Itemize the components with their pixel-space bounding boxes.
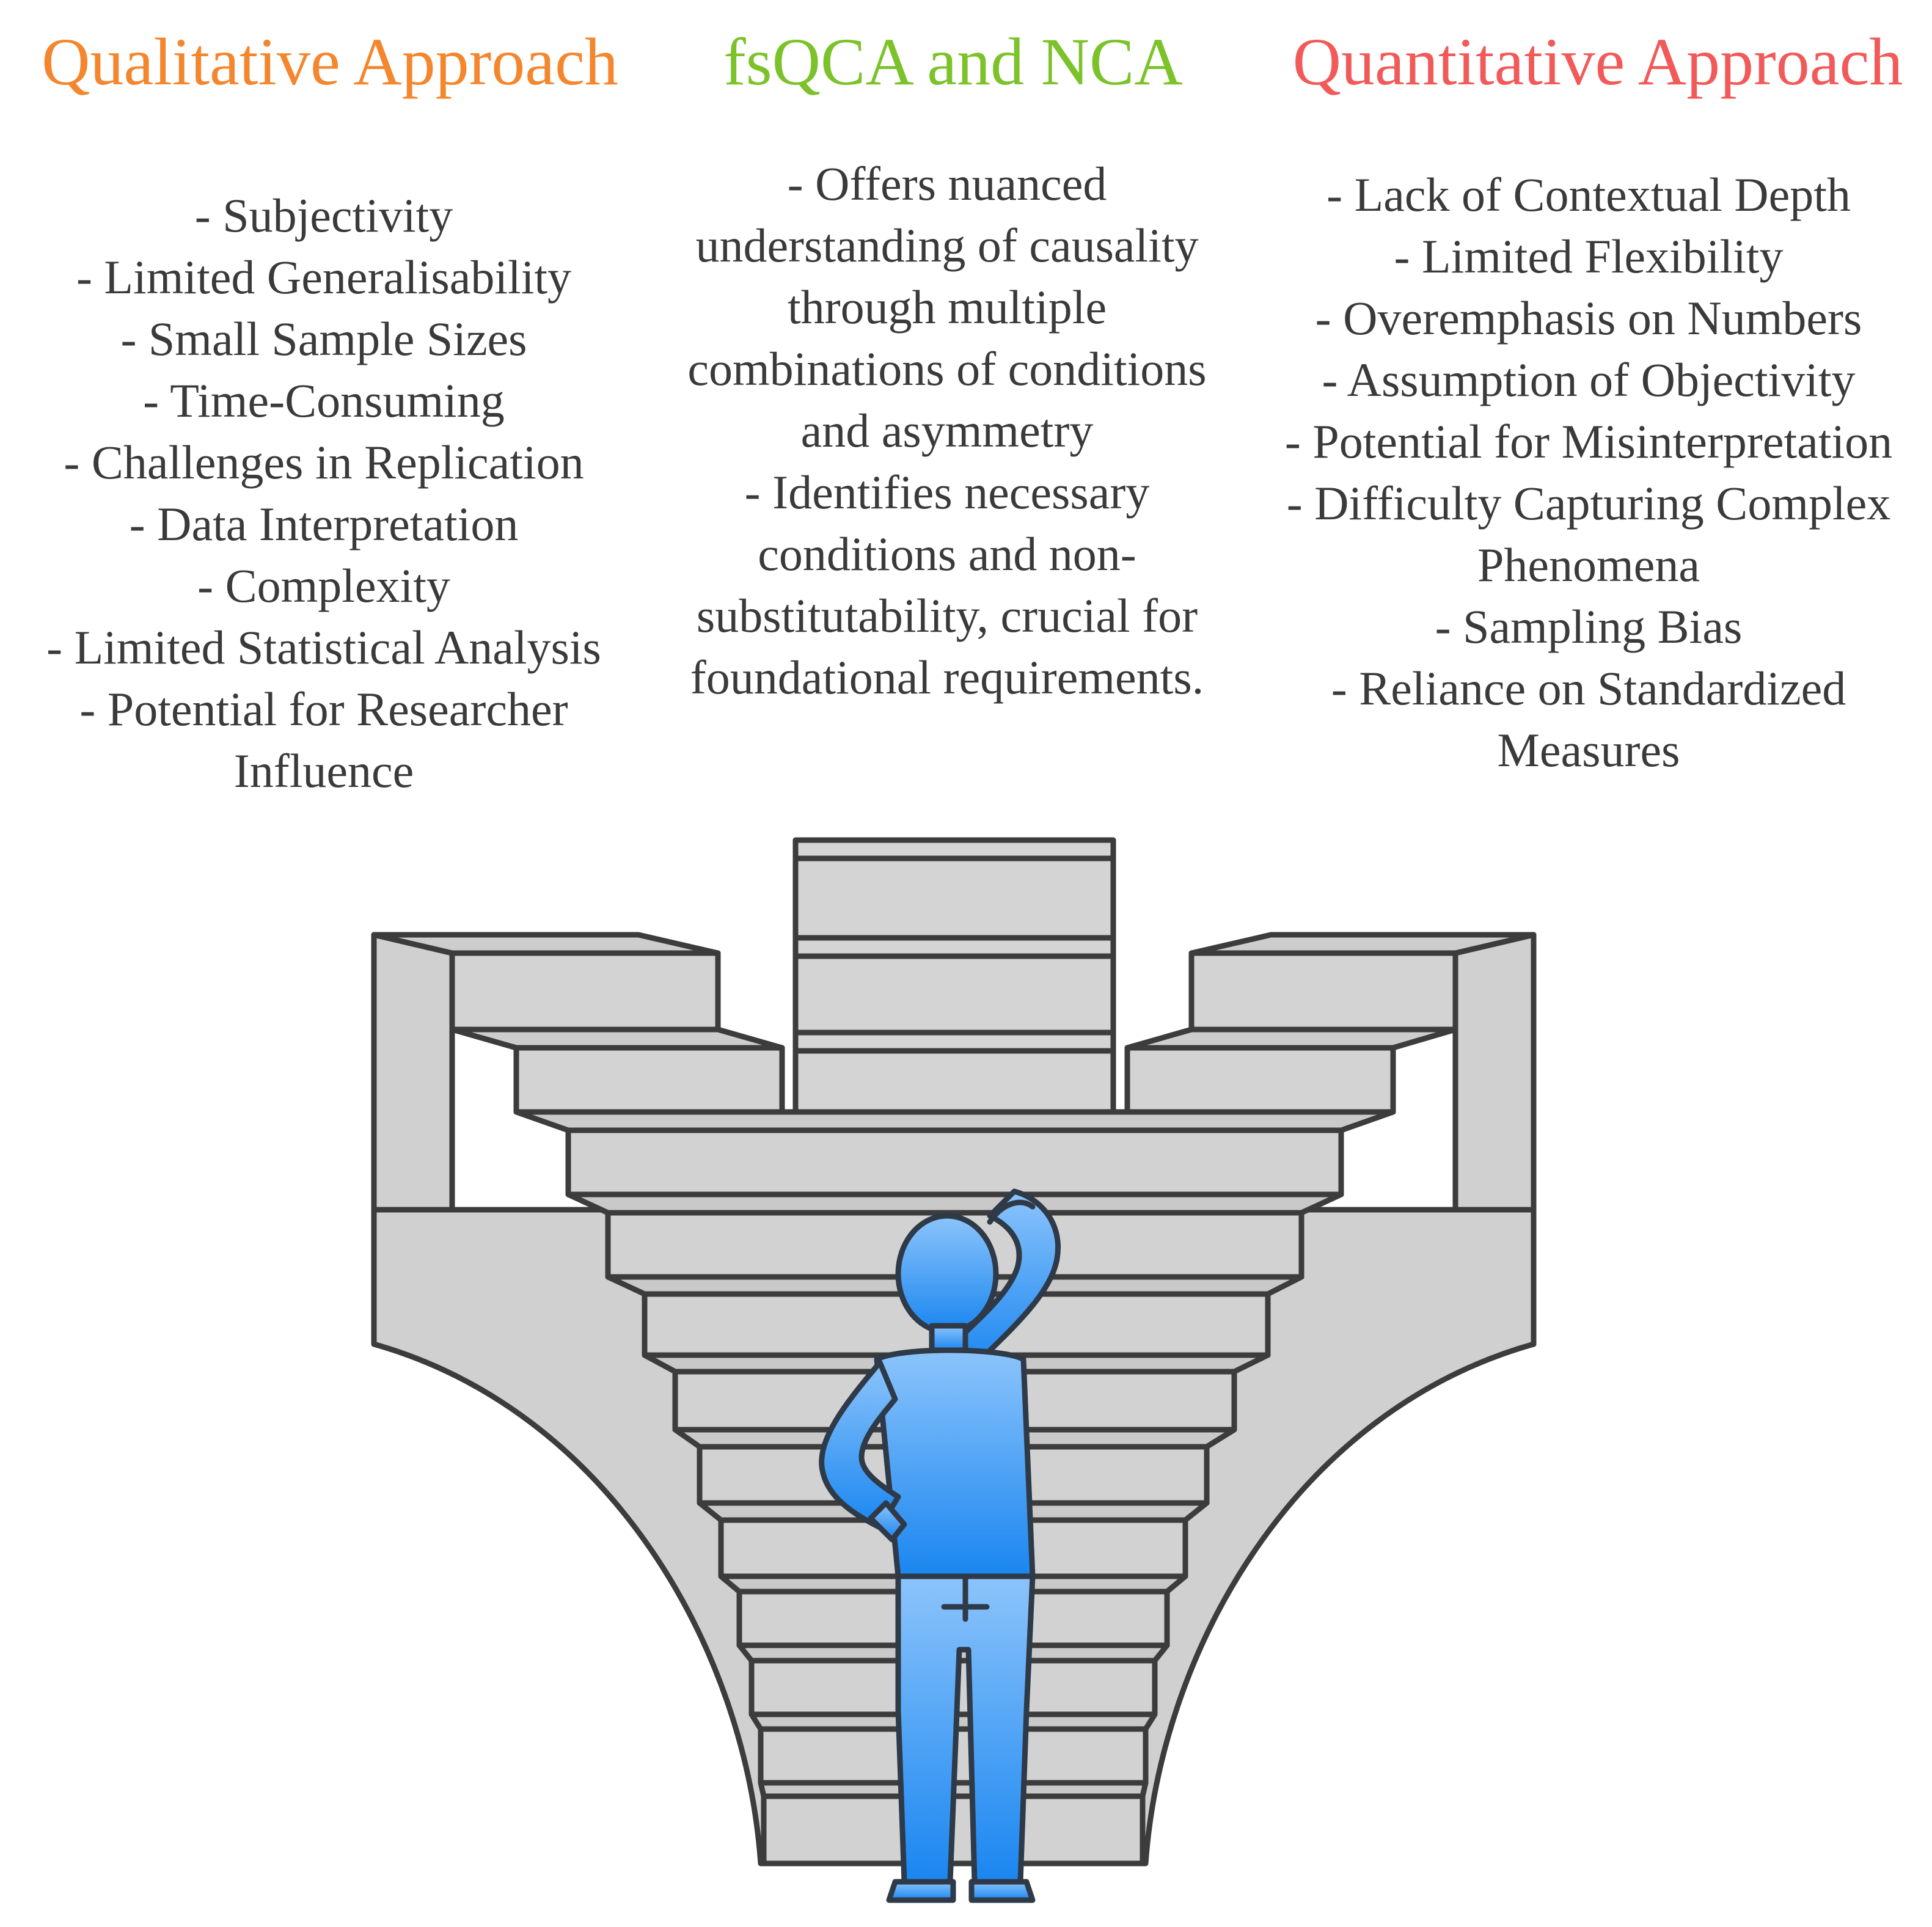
quantitative-title: Quantitative Approach bbox=[1292, 24, 1903, 99]
stair-central-tower bbox=[792, 837, 1116, 1115]
list-item: - Sampling Bias bbox=[1435, 600, 1743, 653]
stair-left-wall bbox=[371, 932, 455, 1213]
list-item: - Subjectivity bbox=[194, 189, 453, 242]
list-item: - Overemphasis on Numbers bbox=[1315, 291, 1862, 345]
list-item: - Offers nuanced understanding of causal… bbox=[687, 157, 1207, 457]
list-item: - Potential for Misinterpretation bbox=[1284, 415, 1893, 468]
stair-right-step-1-face bbox=[1188, 950, 1458, 1033]
stair-right-step-2-face bbox=[1124, 1045, 1396, 1115]
fsqca-nca-list: - Offers nuanced understanding of causal… bbox=[666, 153, 1228, 708]
list-item: - Time-Consuming bbox=[143, 374, 505, 427]
list-item: - Limited Generalisability bbox=[76, 250, 572, 304]
list-item: - Complexity bbox=[197, 559, 450, 612]
qualitative-title: Qualitative Approach bbox=[42, 24, 618, 99]
qualitative-list-container: - Subjectivity - Limited Generalisabilit… bbox=[18, 185, 629, 802]
quantitative-list: - Lack of Contextual Depth - Limited Fle… bbox=[1253, 164, 1925, 781]
list-item: - Lack of Contextual Depth bbox=[1326, 168, 1851, 221]
list-item: - Potential for Researcher Influence bbox=[79, 682, 568, 797]
list-item: - Small Sample Sizes bbox=[120, 312, 527, 365]
fsqca-nca-title: fsQCA and NCA bbox=[723, 24, 1183, 99]
person-facing-stairs-icon bbox=[819, 1188, 1061, 1903]
list-item: - Challenges in Replication bbox=[64, 436, 584, 489]
list-item: - Data Interpretation bbox=[129, 497, 519, 550]
list-item: - Assumption of Objectivity bbox=[1322, 353, 1856, 406]
list-item: - Reliance on Standardized Measures bbox=[1331, 662, 1846, 777]
list-item: - Limited Flexibility bbox=[1394, 230, 1784, 283]
stair-right-wall bbox=[1452, 932, 1537, 1213]
list-item: - Limited Statistical Analysis bbox=[46, 621, 601, 674]
stair-left-step-2-face bbox=[513, 1045, 785, 1115]
fsqca-nca-list-container: - Offers nuanced understanding of causal… bbox=[666, 153, 1228, 708]
list-item: - Identifies necessary conditions and no… bbox=[690, 466, 1204, 704]
quantitative-list-container: - Lack of Contextual Depth - Limited Fle… bbox=[1253, 164, 1925, 781]
qualitative-list: - Subjectivity - Limited Generalisabilit… bbox=[18, 185, 629, 802]
list-item: - Difficulty Capturing Complex Phenomena bbox=[1286, 477, 1891, 591]
stair-left-step-1-face bbox=[449, 950, 721, 1033]
